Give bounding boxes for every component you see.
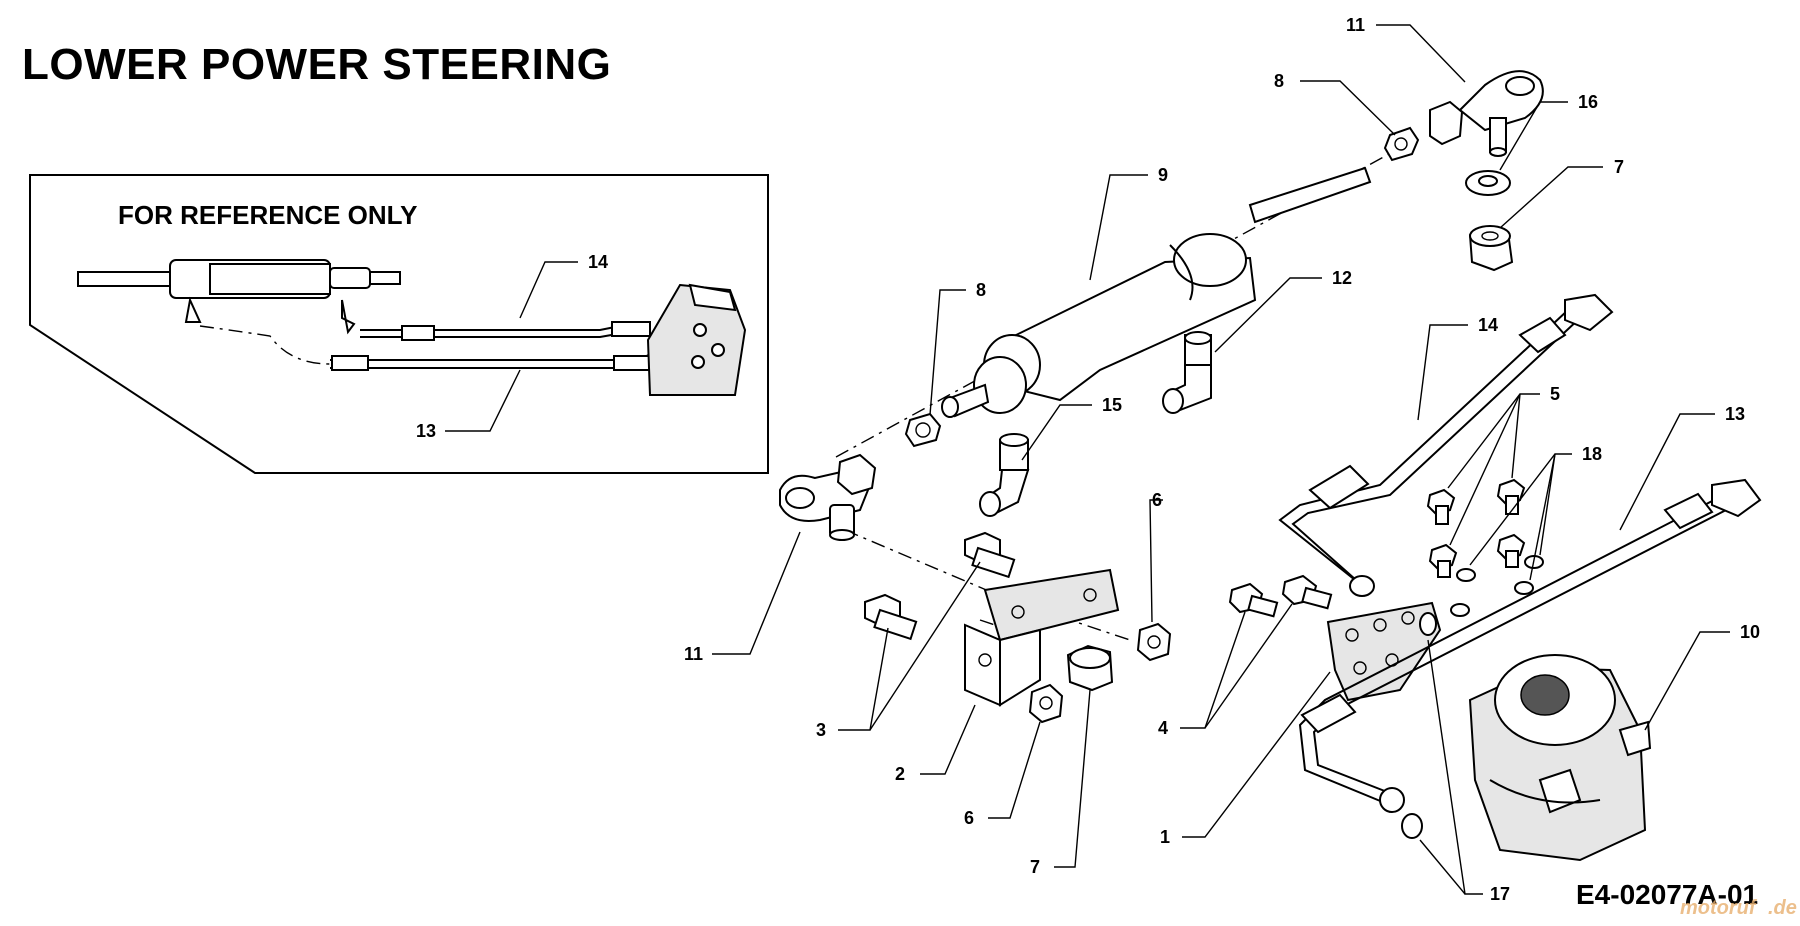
callout-15: 15 xyxy=(1102,395,1122,415)
callout-10: 10 xyxy=(1740,622,1760,642)
mounting-plate xyxy=(1326,601,1442,702)
callout-3: 3 xyxy=(816,720,826,740)
seal-17-b xyxy=(1401,813,1423,839)
bolt-5-a xyxy=(1426,488,1456,525)
callout-7-lower: 7 xyxy=(1030,857,1040,877)
o-ring-18-a xyxy=(1456,568,1476,582)
callout-18: 18 xyxy=(1582,444,1602,464)
mounting-bracket xyxy=(964,568,1120,707)
callout-2: 2 xyxy=(895,764,905,784)
seal-17-a xyxy=(1419,612,1437,636)
hex-nut-top xyxy=(1383,126,1420,162)
callout-6-right: 6 xyxy=(1152,490,1162,510)
watermark: motoruf xyxy=(1680,897,1758,919)
bolt-4-left xyxy=(1228,582,1279,618)
callout-11-top: 11 xyxy=(1346,15,1365,35)
callout-5: 5 xyxy=(1550,384,1560,404)
flat-washer xyxy=(1465,170,1511,196)
lock-nut-top xyxy=(1468,225,1514,272)
reference-inset: FOR REFERENCE ONLY xyxy=(29,174,769,474)
hex-nut-left xyxy=(904,412,942,448)
bolt-3-lower xyxy=(864,593,918,641)
elbow-fitting-12 xyxy=(1162,331,1212,414)
callout-1: 1 xyxy=(1160,827,1170,847)
hydraulic-cylinder xyxy=(941,166,1372,418)
inset-cylinder-illustration xyxy=(77,259,401,335)
callout-17: 17 xyxy=(1490,884,1510,904)
inset-callout-13: 13 xyxy=(416,421,436,441)
steering-control-unit xyxy=(1468,654,1652,862)
callout-14: 14 xyxy=(1478,315,1498,335)
callout-16: 16 xyxy=(1578,92,1598,112)
callout-9: 9 xyxy=(1158,165,1168,185)
hex-nut-6-right xyxy=(1136,622,1172,662)
lock-nut-lower xyxy=(1066,644,1114,692)
bolt-5-d xyxy=(1496,533,1526,568)
callout-8-top: 8 xyxy=(1274,71,1284,91)
callout-12: 12 xyxy=(1332,268,1352,288)
reference-label: FOR REFERENCE ONLY xyxy=(118,200,418,230)
callout-11-left: 11 xyxy=(684,644,703,664)
inset-steering-unit-illustration xyxy=(646,283,747,396)
callout-4: 4 xyxy=(1158,718,1168,738)
inset-callout-14: 14 xyxy=(588,252,608,272)
o-ring-18-d xyxy=(1514,581,1534,595)
tie-rod-end-left xyxy=(779,453,877,541)
bolt-5-b xyxy=(1496,478,1526,515)
callout-6-lower: 6 xyxy=(964,808,974,828)
elbow-fitting-15 xyxy=(979,433,1030,517)
page-title: LOWER POWER STEERING xyxy=(22,40,612,89)
watermark-suffix: .de xyxy=(1768,897,1797,919)
bolt-5-c xyxy=(1428,543,1458,578)
hydraulic-hose-14 xyxy=(1278,293,1614,597)
hydraulic-hose-13 xyxy=(1298,478,1762,813)
callout-13: 13 xyxy=(1725,404,1745,424)
hex-nut-6-lower xyxy=(1028,683,1064,724)
bolt-3-upper xyxy=(964,531,1016,579)
bolt-4-right xyxy=(1281,574,1333,610)
tie-rod-end-top xyxy=(1429,70,1544,157)
o-ring-18-c xyxy=(1450,603,1470,617)
callout-7-top: 7 xyxy=(1614,157,1624,177)
callout-8-left: 8 xyxy=(976,280,986,300)
part-code: E4-02077A-01 xyxy=(1576,879,1758,910)
inset-hose-13 xyxy=(330,353,651,361)
